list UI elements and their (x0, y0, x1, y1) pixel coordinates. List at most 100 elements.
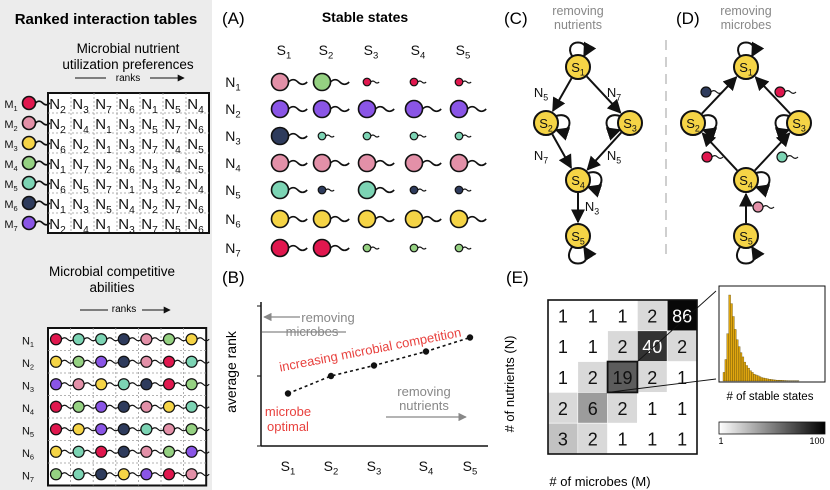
comp-cell-microbe-icon-body (162, 378, 176, 391)
heatmap-cell-value: 2 (647, 368, 657, 388)
inset-histogram-bar (734, 329, 737, 382)
stable-state-microbe-icon-tail (287, 105, 308, 113)
stable-state-microbe-icon-body (312, 238, 332, 258)
state-node (565, 54, 591, 80)
pref-cell: N5 (95, 196, 112, 216)
stable-state-microbe-icon (454, 185, 472, 195)
comp-cell-microbe-icon (117, 468, 142, 481)
comp-cell-microbe-icon (95, 355, 120, 368)
inset-histogram-bar (738, 346, 741, 382)
pref-row-label: M1 (4, 99, 17, 113)
panel-a-nutrient-label: N4 (225, 155, 241, 175)
stable-state-microbe-icon-body (312, 72, 332, 92)
comp-cell-microbe-icon-tail (151, 427, 165, 432)
inset-connector (607, 378, 717, 393)
comp-cell-microbe-icon-body (49, 333, 63, 346)
comp-cell-microbe-icon-body (162, 400, 176, 413)
comp-cell-microbe-icon (162, 445, 188, 458)
b-data-point (284, 390, 292, 397)
stable-state-microbe-icon-tail (462, 80, 472, 84)
panel-d-caption-2: microbes (721, 18, 772, 32)
comp-cell-microbe-icon (72, 400, 97, 413)
inset-histogram-bar (770, 379, 773, 382)
pref-cell: N4 (164, 136, 181, 156)
transition-arrow (754, 76, 791, 115)
comp-cell-microbe-icon-body (117, 355, 130, 368)
comp-cell-microbe-icon-tail (106, 472, 120, 477)
self-loop-arrow (554, 114, 571, 141)
b-data-point (327, 372, 335, 380)
state-node-label: S3 (792, 116, 806, 133)
inset-histogram-bar (768, 379, 771, 382)
comp-cell-microbe-icon-tail (61, 359, 75, 364)
pref-row-microbe-icon-body (21, 95, 37, 111)
comp-cell-microbe-icon-tail (128, 359, 142, 364)
comp-cell-microbe-icon-body (140, 400, 153, 413)
edge-label: N7 (607, 85, 621, 102)
state-node-label: S5 (571, 229, 585, 246)
stable-state-microbe-icon-tail (329, 78, 350, 86)
comp-cell-microbe-icon-tail (128, 404, 142, 409)
heatmap-cell-value: 1 (558, 337, 568, 357)
inset-histogram-bar (753, 373, 756, 382)
comp-cell-microbe-icon-tail (106, 427, 120, 432)
comp-cell-microbe-icon-tail (61, 427, 75, 432)
stable-state-microbe-icon (312, 72, 350, 92)
pref-cell: N7 (95, 176, 112, 196)
state-node (733, 167, 759, 193)
heatmap-cell (607, 299, 638, 332)
pref-row-microbe-icon-tail (34, 200, 51, 206)
comp-cell-microbe-icon (95, 378, 120, 391)
state-node-label: S2 (539, 116, 553, 133)
comp-cell-microbe-icon (117, 355, 142, 368)
stable-state-microbe-icon (404, 153, 442, 173)
removed-microbe-icon (774, 86, 797, 98)
inset-histogram-bar (724, 359, 727, 382)
inset-histogram-bar (764, 378, 767, 382)
stable-state-microbe-icon-body (449, 99, 469, 119)
self-loop-arrow (701, 114, 718, 141)
heatmap-cell-value: 2 (588, 368, 598, 388)
removed-microbe-icon-tail (786, 155, 799, 159)
pref-cell: N2 (95, 156, 112, 176)
inset-histogram-bar (757, 375, 760, 382)
comp-cell-microbe-icon-tail (128, 382, 142, 387)
self-loop-arrow (605, 114, 622, 141)
stable-state-microbe-icon (449, 99, 487, 119)
pref-cell: N4 (164, 156, 181, 176)
stable-state-microbe-icon-tail (462, 188, 472, 192)
colorbar-max: 100 (809, 436, 824, 446)
state-node-label: S1 (571, 60, 585, 77)
comp-cell-microbe-icon-tail (128, 472, 142, 477)
inset-histogram-bar (777, 379, 781, 382)
comp-cell-microbe-icon (162, 400, 188, 413)
comp-cell-microbe-icon-tail (83, 449, 97, 454)
inset-histogram-bar (781, 380, 784, 382)
heatmap-cell (607, 361, 638, 393)
stable-state-microbe-icon-tail (329, 215, 350, 223)
inset-histogram-bar (779, 380, 783, 382)
panel-a-nutrient-label: N2 (225, 101, 240, 121)
comp-cell-microbe-icon (185, 445, 210, 458)
pref-title-2: utilization preferences (62, 57, 194, 72)
pref-cell: N2 (49, 96, 66, 116)
comp-cell-microbe-icon-tail (83, 359, 97, 364)
b-x-tick-label: S5 (463, 458, 478, 478)
comp-cell-microbe-icon-tail (196, 472, 210, 477)
pref-row-microbe-icon (21, 155, 51, 171)
stable-state-microbe-icon (449, 153, 487, 173)
heatmap-cell-value: 1 (588, 337, 598, 357)
stable-state-microbe-icon-tail (370, 80, 380, 84)
heatmap-cell (577, 422, 608, 455)
removed-microbe-icon (776, 151, 799, 163)
stable-state-microbe-icon-body (404, 153, 424, 173)
panel-a-nutrient-label: N6 (225, 211, 240, 231)
stable-state-microbe-icon (357, 180, 395, 200)
panel-d-label: (D) (676, 9, 700, 28)
stable-state-microbe-icon-body (404, 99, 424, 119)
stable-state-microbe-icon-body (270, 126, 290, 146)
state-node (733, 54, 759, 80)
inset-histogram-bar (774, 379, 777, 382)
stable-state-microbe-icon-body (362, 77, 372, 87)
stable-state-microbe-icon-tail (417, 188, 427, 192)
